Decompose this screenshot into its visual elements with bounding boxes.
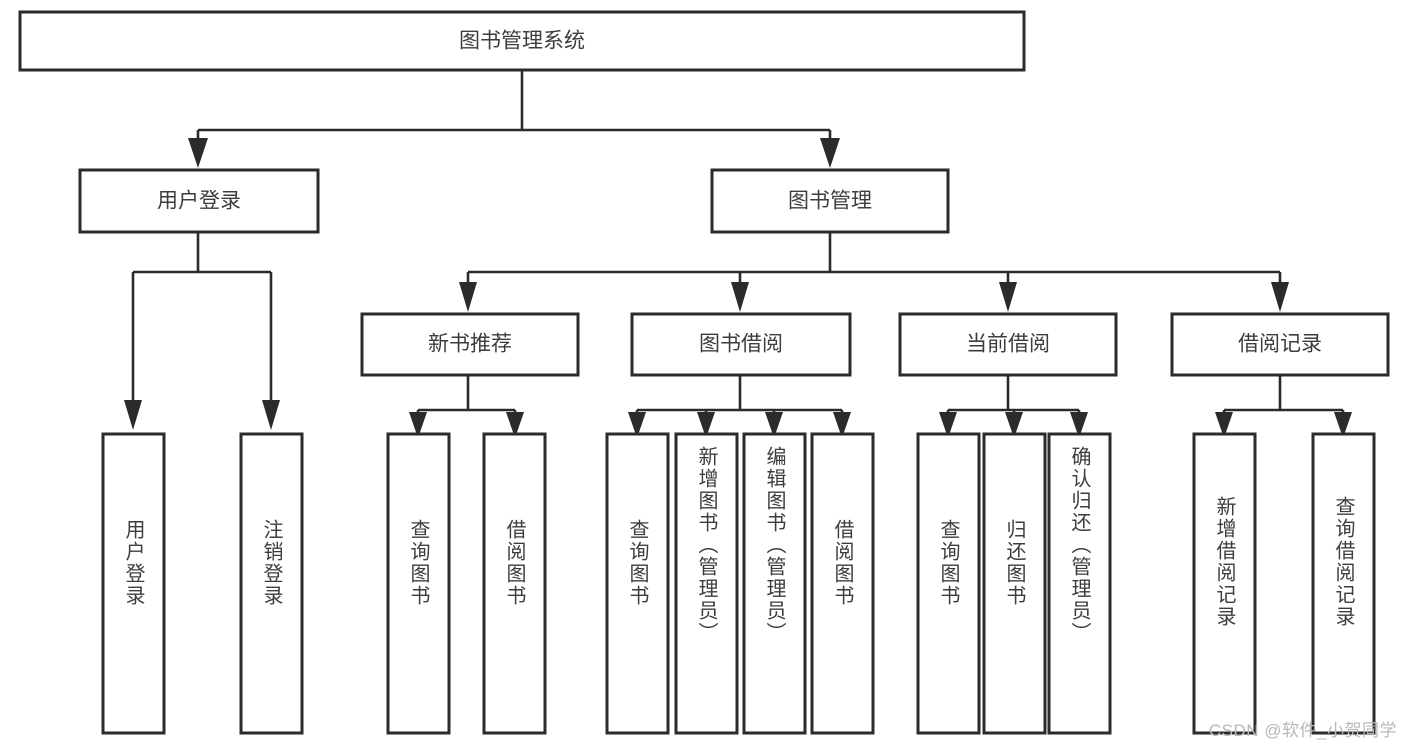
node-leaf-borrow-book-box bbox=[810, 432, 875, 735]
node-book-manage[interactable]: 图书管理 bbox=[710, 168, 950, 234]
node-leaf-borrow-book-recommend-box bbox=[482, 432, 547, 735]
node-leaf-query-book-borrow-box bbox=[605, 432, 670, 735]
arrow-head-leaf-user-login bbox=[124, 400, 142, 430]
node-leaf-edit-book-label: 编辑图书（管理员） bbox=[763, 446, 786, 644]
connector-layer bbox=[124, 70, 1352, 438]
node-leaf-user-login-box bbox=[101, 432, 166, 735]
node-leaf-query-book-current[interactable]: 查询图书 bbox=[916, 432, 981, 735]
arrow-head-leaf-return-book bbox=[1005, 412, 1023, 438]
node-leaf-return-book-label: 归还图书 bbox=[1003, 519, 1026, 607]
node-leaf-user-login-label: 用户登录 bbox=[122, 519, 145, 607]
node-leaf-query-book-borrow-label: 查询图书 bbox=[626, 519, 649, 607]
node-leaf-query-book-recommend-box bbox=[386, 432, 451, 735]
node-book-borrow[interactable]: 图书借阅 bbox=[630, 312, 852, 377]
node-leaf-query-book-current-label: 查询图书 bbox=[937, 519, 960, 607]
node-leaf-add-book[interactable]: 新增图书（管理员） bbox=[674, 432, 739, 735]
arrow-head-leaf-query-book-2 bbox=[628, 412, 646, 438]
node-user-login-box bbox=[78, 168, 320, 234]
node-leaf-add-book-box bbox=[674, 432, 739, 735]
node-leaf-confirm-return[interactable]: 确认归还（管理员） bbox=[1047, 432, 1112, 735]
arrow-head-leaf-confirm-return bbox=[1070, 412, 1088, 438]
node-leaf-logout-label: 注销登录 bbox=[260, 519, 283, 607]
node-leaf-query-record-box bbox=[1311, 432, 1376, 735]
node-leaf-query-record[interactable]: 查询借阅记录 bbox=[1311, 432, 1376, 735]
node-leaf-return-book-box bbox=[982, 432, 1047, 735]
arrow-head-new-book bbox=[459, 282, 477, 312]
arrow-head-book-manage bbox=[820, 138, 840, 168]
node-new-book-recommend-box bbox=[360, 312, 580, 377]
arrow-head-book-borrow bbox=[731, 282, 749, 312]
node-new-book-recommend-label: 新书推荐 bbox=[428, 333, 512, 356]
node-leaf-add-record-box bbox=[1192, 432, 1257, 735]
arrow-head-leaf-query-book-3 bbox=[939, 412, 957, 438]
node-leaf-query-book-borrow[interactable]: 查询图书 bbox=[605, 432, 670, 735]
node-user-login-label: 用户登录 bbox=[157, 190, 241, 213]
node-leaf-add-book-label: 新增图书（管理员） bbox=[695, 446, 718, 644]
arrow-head-leaf-query-book-1 bbox=[409, 412, 427, 438]
arrow-head-leaf-borrow-book-1 bbox=[506, 412, 524, 438]
node-leaf-user-login[interactable]: 用户登录 bbox=[101, 432, 166, 735]
node-leaf-borrow-book-label: 借阅图书 bbox=[831, 519, 854, 607]
node-leaf-borrow-book[interactable]: 借阅图书 bbox=[810, 432, 875, 735]
node-book-manage-label: 图书管理 bbox=[788, 190, 872, 213]
node-borrow-record[interactable]: 借阅记录 bbox=[1170, 312, 1390, 377]
node-book-borrow-label: 图书借阅 bbox=[699, 333, 783, 356]
node-leaf-query-record-label: 查询借阅记录 bbox=[1332, 496, 1355, 628]
node-leaf-borrow-book-recommend[interactable]: 借阅图书 bbox=[482, 432, 547, 735]
node-leaf-edit-book[interactable]: 编辑图书（管理员） bbox=[742, 432, 807, 735]
node-leaf-logout-box bbox=[239, 432, 304, 735]
node-book-manage-box bbox=[710, 168, 950, 234]
arrow-head-leaf-borrow-book-2 bbox=[833, 412, 851, 438]
node-new-book-recommend[interactable]: 新书推荐 bbox=[360, 312, 580, 377]
node-root-system[interactable]: 图书管理系统 bbox=[18, 10, 1026, 72]
node-leaf-confirm-return-label: 确认归还（管理员） bbox=[1068, 446, 1091, 644]
node-leaf-confirm-return-box bbox=[1047, 432, 1112, 735]
node-root-system-box bbox=[18, 10, 1026, 72]
arrow-head-current-borrow bbox=[999, 282, 1017, 312]
node-borrow-record-box bbox=[1170, 312, 1390, 377]
arrow-head-leaf-add-book bbox=[697, 412, 715, 438]
node-leaf-query-book-current-box bbox=[916, 432, 981, 735]
node-leaf-return-book[interactable]: 归还图书 bbox=[982, 432, 1047, 735]
node-leaf-logout[interactable]: 注销登录 bbox=[239, 432, 304, 735]
node-current-borrow[interactable]: 当前借阅 bbox=[898, 312, 1118, 377]
node-current-borrow-box bbox=[898, 312, 1118, 377]
arrow-head-user-login bbox=[188, 138, 208, 168]
node-user-login[interactable]: 用户登录 bbox=[78, 168, 320, 234]
node-leaf-borrow-book-recommend-label: 借阅图书 bbox=[503, 519, 526, 607]
arrow-head-leaf-query-record bbox=[1334, 412, 1352, 438]
arrow-head-leaf-logout bbox=[262, 400, 280, 430]
arrow-head-leaf-edit-book bbox=[765, 412, 783, 438]
node-leaf-edit-book-box bbox=[742, 432, 807, 735]
node-leaf-query-book-recommend-label: 查询图书 bbox=[407, 519, 430, 607]
csdn-watermark: CSDN @软件_小贺同学 bbox=[1208, 721, 1397, 740]
node-book-borrow-box bbox=[630, 312, 852, 377]
node-root-system-label: 图书管理系统 bbox=[459, 30, 585, 53]
arrow-head-leaf-add-record bbox=[1215, 412, 1233, 438]
node-leaf-add-record-label: 新增借阅记录 bbox=[1213, 496, 1236, 628]
node-leaf-query-book-recommend[interactable]: 查询图书 bbox=[386, 432, 451, 735]
node-leaf-add-record[interactable]: 新增借阅记录 bbox=[1192, 432, 1257, 735]
arrow-head-borrow-record bbox=[1271, 282, 1289, 312]
node-current-borrow-label: 当前借阅 bbox=[966, 333, 1050, 356]
node-borrow-record-label: 借阅记录 bbox=[1238, 333, 1322, 356]
